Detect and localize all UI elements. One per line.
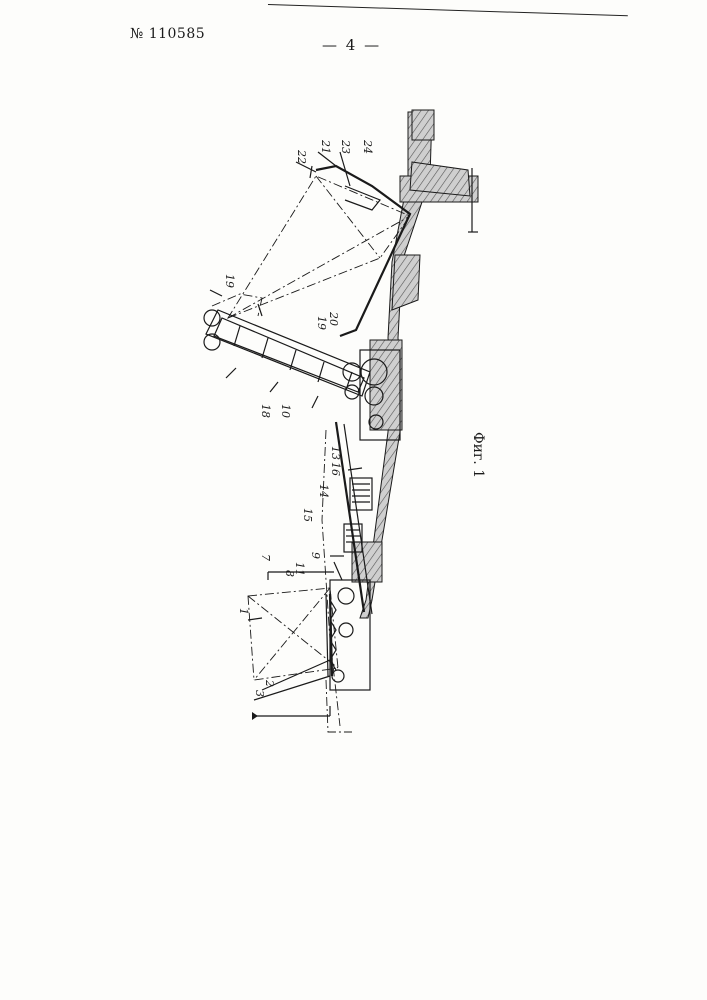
label-7: 7 [259, 554, 272, 561]
label-1: 1 [237, 608, 250, 615]
label-14: 14 [317, 484, 330, 498]
label-13: 13 [329, 446, 342, 460]
label-2: 2 [263, 679, 276, 687]
label-3: 3 [253, 690, 266, 697]
label-16: 16 [329, 462, 342, 476]
label-24: 24 [361, 139, 374, 154]
label-23: 23 [339, 139, 352, 154]
figure-caption: Фиг. 1 [470, 432, 486, 478]
feed-roller-chain [252, 580, 370, 732]
label-15: 15 [301, 508, 314, 522]
label-9: 9 [309, 552, 322, 559]
label-20: 20 [327, 311, 340, 326]
label-10: 10 [279, 404, 292, 418]
label-8: 8 [283, 570, 296, 577]
label-22: 22 [295, 149, 308, 164]
label-19: 19 [315, 316, 328, 330]
label-18: 18 [259, 404, 272, 418]
label-19-top: 19 [223, 274, 236, 288]
figure-labels: 22 21 23 24 19 19 20 18 10 16 13 14 15 9… [223, 139, 374, 700]
lower-bin [248, 572, 338, 680]
upper-hopper [228, 166, 410, 336]
label-21: 21 [319, 139, 332, 154]
